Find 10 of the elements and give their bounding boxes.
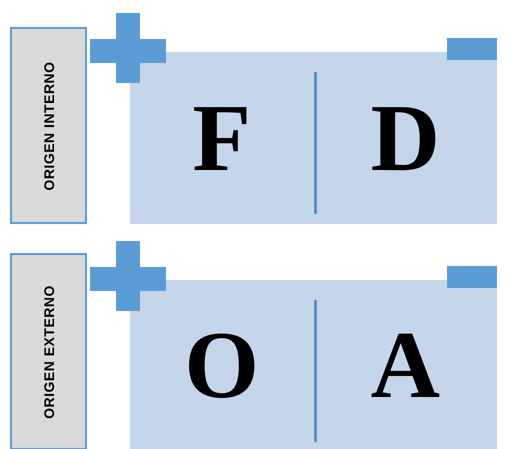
quadrant-panel: [130, 280, 497, 449]
label-box: [10, 253, 87, 449]
quadrant-letter: A: [370, 316, 440, 412]
side-label: ORIGEN EXTERNO: [40, 284, 56, 418]
side-label: ORIGEN INTERNO: [40, 60, 56, 190]
quadrant-letter: D: [370, 90, 440, 186]
quadrant-letter: O: [184, 316, 260, 412]
quadrant-panel: [130, 52, 497, 224]
label-box: [10, 27, 87, 224]
quadrant-letter: F: [192, 90, 252, 186]
